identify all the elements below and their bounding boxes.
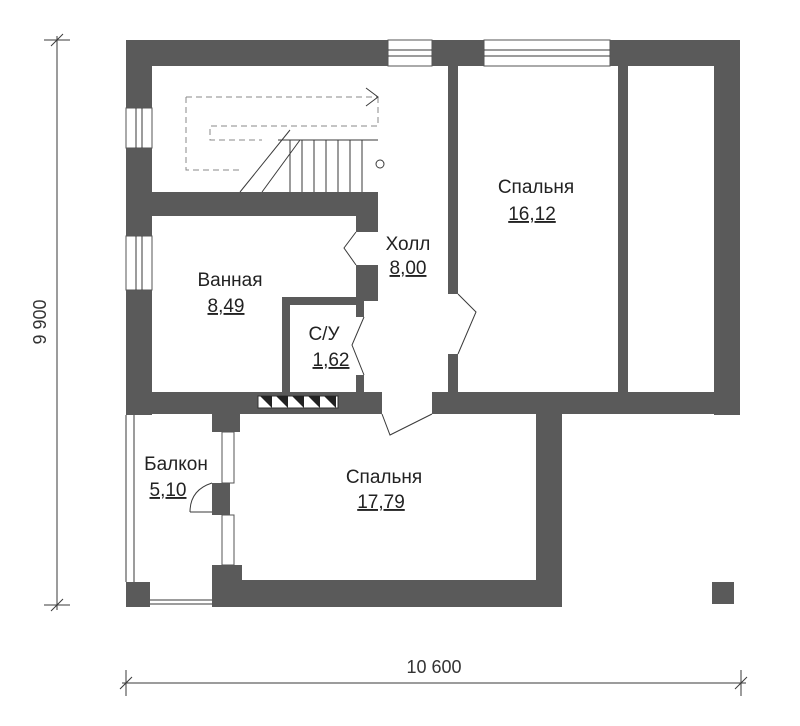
room-area-balcony: 5,10 [150, 480, 187, 501]
height-dimension [44, 33, 70, 612]
width-dimension-label: 10 600 [406, 657, 461, 677]
room-name-balcony: Балкон [144, 454, 208, 475]
room-name-wc: С/У [308, 324, 340, 345]
room-name-bedroom-bottom: Спальня [346, 467, 422, 488]
room-area-bedroom-top: 16,12 [508, 204, 556, 225]
outer-walls [126, 40, 740, 607]
doors [189, 231, 477, 513]
staircase [185, 87, 385, 193]
room-area-wc: 1,62 [313, 350, 350, 371]
room-name-bathroom: Ванная [197, 270, 262, 291]
room-area-bedroom-bottom: 17,79 [357, 492, 405, 513]
inner-walls [126, 66, 740, 414]
room-area-hall: 8,00 [390, 258, 427, 279]
width-dimension [119, 670, 748, 696]
ventilation-ducts [257, 395, 339, 409]
height-dimension-label: 9 900 [30, 299, 50, 344]
windows [125, 39, 611, 566]
room-name-bedroom-top: Спальня [498, 177, 574, 198]
room-name-hall: Холл [386, 234, 431, 255]
room-area-bathroom: 8,49 [208, 296, 245, 317]
balcony-railing [125, 415, 212, 605]
